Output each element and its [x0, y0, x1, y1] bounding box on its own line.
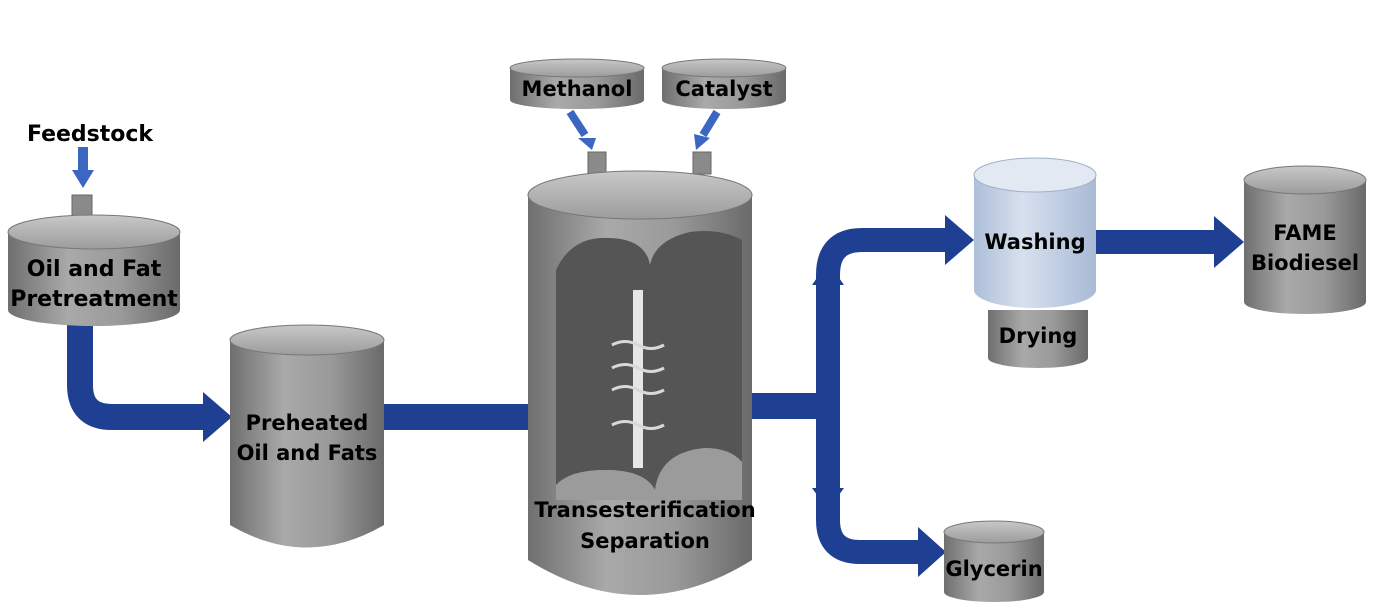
glycerin-top: [943, 520, 1045, 544]
washing-top: [973, 157, 1097, 193]
catalyst-arrow: [699, 109, 721, 138]
reactor-vessel: Transesterification Separation: [527, 151, 756, 595]
pipe-to-washing: [816, 228, 950, 406]
pretreatment-vessel: Oil and Fat Pretreatment: [7, 194, 181, 326]
arrowhead-to-fame: [1214, 216, 1244, 268]
reactor-label-line2: Separation: [580, 529, 710, 553]
reactor-nozzle-left: [587, 151, 607, 175]
preheated-label-line1: Preheated: [246, 411, 369, 435]
reactor-interior: [556, 231, 742, 490]
pretreatment-label-line1: Oil and Fat: [27, 257, 162, 282]
washing-vessel: Washing: [973, 157, 1097, 308]
arrowhead-to-glycerin: [918, 527, 946, 577]
methanol-tank: Methanol: [509, 58, 645, 150]
arrowhead-to-preheated: [203, 392, 232, 442]
feedstock-arrow-shaft: [78, 147, 88, 173]
arrowhead-to-washing: [945, 215, 974, 265]
drying-label: Drying: [999, 324, 1078, 348]
reactor-nozzle-right: [692, 151, 712, 175]
stirrer-shaft: [633, 290, 643, 468]
reactor-label-line1: Transesterification: [534, 498, 755, 522]
pipe-to-glycerin: [816, 406, 925, 564]
stirrer-blades: [611, 340, 665, 430]
methanol-arrow: [566, 109, 589, 138]
fame-label-line1: FAME: [1273, 221, 1336, 245]
fame-vessel: FAME Biodiesel: [1243, 165, 1367, 314]
preheated-top: [229, 324, 385, 356]
reactor-top: [527, 170, 753, 220]
feedstock-input: Feedstock: [27, 122, 154, 188]
preheated-label-line2: Oil and Fats: [237, 441, 378, 465]
pipe-washing-to-fame: [1096, 230, 1221, 254]
pipe-reactor-outlet: [748, 393, 828, 419]
pretreatment-top: [7, 214, 181, 250]
arrowhead-to-washing-up: [812, 262, 844, 285]
arrowhead-to-glycerin-down: [812, 488, 844, 510]
feedstock-label: Feedstock: [27, 122, 154, 147]
preheated-vessel: Preheated Oil and Fats: [229, 324, 385, 548]
feedstock-arrow-head: [72, 170, 94, 188]
drying-vessel: Drying: [988, 310, 1088, 368]
methanol-label: Methanol: [522, 77, 633, 101]
catalyst-tank: Catalyst: [661, 58, 787, 150]
pipe-pretreatment-to-preheated: [67, 325, 210, 430]
catalyst-label: Catalyst: [675, 77, 772, 101]
glycerin-vessel: Glycerin: [943, 520, 1045, 602]
pretreatment-label-line2: Pretreatment: [10, 287, 178, 312]
glycerin-label: Glycerin: [945, 557, 1042, 581]
pipe-preheated-to-reactor: [384, 404, 532, 430]
fame-label-line2: Biodiesel: [1251, 251, 1359, 275]
fame-top: [1243, 165, 1367, 195]
pipes: [67, 215, 1244, 577]
washing-label: Washing: [984, 230, 1085, 254]
